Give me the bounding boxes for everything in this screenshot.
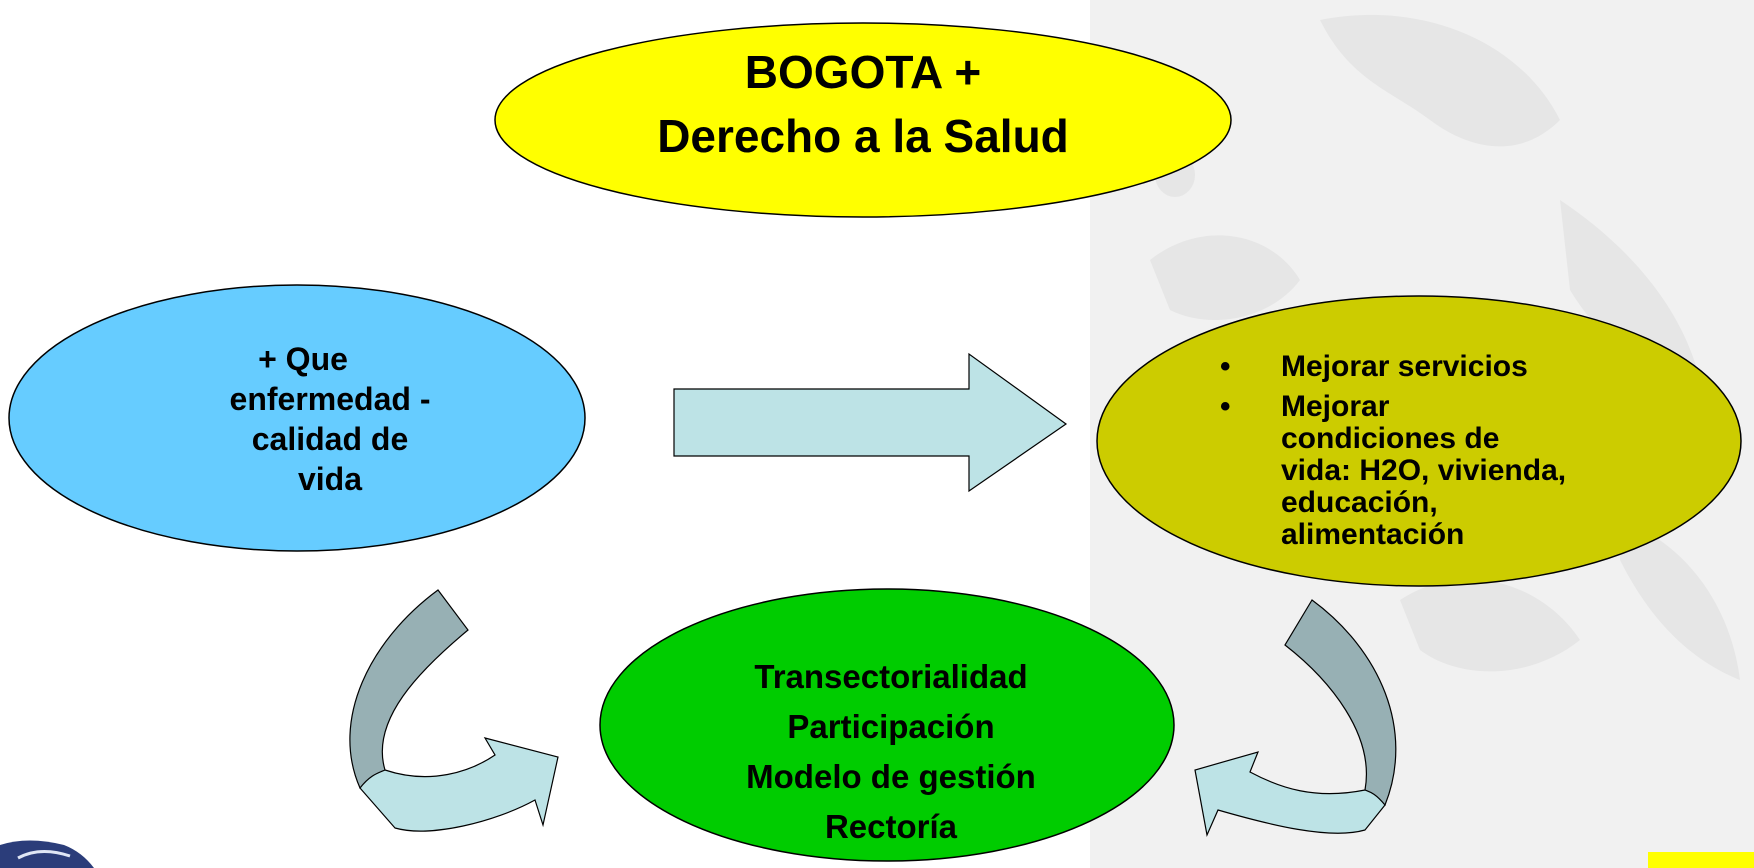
corner-accent <box>1648 852 1754 868</box>
title-line-1: BOGOTA + <box>745 46 981 98</box>
center-line-1: Transectorialidad <box>754 658 1027 695</box>
right-bullet-1-line-1: Mejorar servicios <box>1281 350 1528 383</box>
right-bullet-2-line-5: alimentación <box>1281 518 1464 551</box>
bullet-marker-2: • <box>1220 390 1231 423</box>
curved-arrow-icon <box>349 589 559 832</box>
left-line-2: enfermedad - <box>230 381 431 417</box>
left-line-1: + Que <box>258 341 348 377</box>
right-bullet-2-line-3: vida: H2O, vivienda, <box>1281 454 1566 487</box>
center-node: Transectorialidad Participación Modelo d… <box>599 588 1175 862</box>
right-bullet-2-line-2: condiciones de <box>1281 422 1499 455</box>
right-node: • Mejorar servicios • Mejorar condicione… <box>1096 295 1742 587</box>
bullet-marker-1: • <box>1220 350 1231 383</box>
left-line-4: vida <box>298 461 362 497</box>
logo-emblem-icon <box>0 840 94 868</box>
right-arrow-icon <box>673 352 1068 493</box>
curved-arrow-icon <box>1194 599 1397 838</box>
right-bullet-2-line-1: Mejorar <box>1281 390 1390 423</box>
center-line-3: Modelo de gestión <box>746 758 1036 795</box>
title-line-2: Derecho a la Salud <box>657 110 1069 162</box>
center-line-2: Participación <box>787 708 994 745</box>
title-node: BOGOTA + Derecho a la Salud <box>494 22 1232 218</box>
center-line-4: Rectoría <box>825 808 958 845</box>
right-bullet-2-line-4: educación, <box>1281 486 1438 519</box>
left-line-3: calidad de <box>252 421 409 457</box>
watermark-emblem <box>1150 14 1740 680</box>
left-node: + Que enfermedad - calidad de vida <box>8 284 586 552</box>
